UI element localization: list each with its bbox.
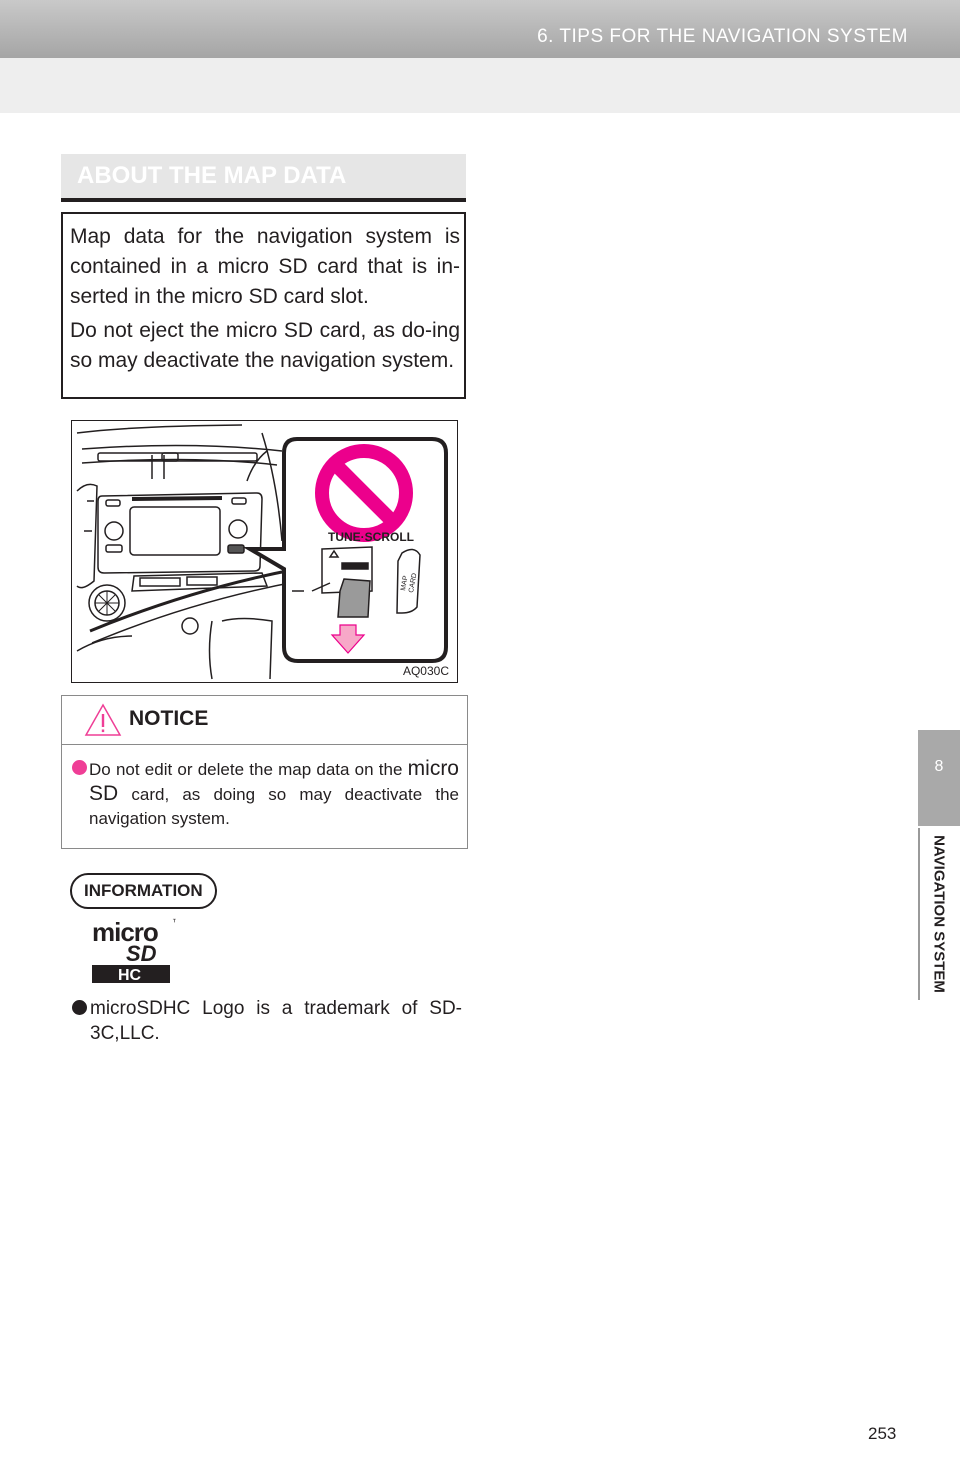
illustration-dashboard-sd-slot: TUNE·SCROLL MAP CARD AQ030C: [71, 420, 458, 683]
notice-text: Do not edit or delete the map data on th…: [89, 757, 459, 831]
chapter-divider: [918, 828, 920, 1000]
information-bullet: [72, 1000, 87, 1015]
chapter-label-tab: NAVIGATION SYSTEM: [918, 828, 960, 1000]
heading-underline: [61, 198, 466, 202]
notice-text-end: card, as doing so may deactivate the nav…: [89, 785, 459, 828]
section-title: 6. TIPS FOR THE NAVIGATION SYSTEM: [537, 26, 908, 47]
notice-box: NOTICE Do not edit or delete the map dat…: [61, 695, 468, 849]
header-bar: 6. TIPS FOR THE NAVIGATION SYSTEM: [0, 0, 960, 58]
eject-arrow-icon: [330, 624, 366, 654]
section-heading-text: ABOUT THE MAP DATA: [77, 162, 347, 189]
micro-sd-card: [337, 578, 371, 618]
figure-code: AQ030C: [402, 664, 449, 678]
prohibition-icon: [315, 444, 413, 542]
notice-text-start: Do not edit or delete the map data on th…: [89, 760, 408, 779]
card-label-card: CARD: [408, 573, 418, 594]
logo-text-hc: HC: [118, 967, 142, 984]
page-number: 253: [868, 1424, 897, 1443]
chapter-label: NAVIGATION SYSTEM: [930, 835, 948, 993]
logo-hc-bar: [92, 965, 170, 983]
intro-box: Map data for the navigation system is co…: [61, 212, 466, 399]
information-heading: INFORMATION: [70, 873, 217, 909]
section-heading: ABOUT THE MAP DATA: [61, 154, 466, 202]
notice-header: NOTICE: [62, 696, 467, 744]
notice-bullet: [72, 760, 87, 775]
information-text: microSDHC Logo is a trademark of SD-3C,L…: [90, 998, 462, 1044]
panel-label: TUNE·SCROLL: [328, 530, 414, 544]
warning-triangle-icon: [84, 703, 122, 736]
intro-paragraph-1: Map data for the navigation system is co…: [70, 225, 460, 308]
logo-text-sd: SD: [126, 941, 157, 966]
logo-tm: ™: [172, 917, 176, 927]
intro-paragraph-2: Do not eject the micro SD card, as do-in…: [70, 319, 460, 372]
card-label-map: MAP: [400, 575, 410, 591]
notice-text-emphasis: micro SD: [89, 757, 459, 805]
chapter-number: 8: [934, 758, 944, 775]
header-band: [0, 58, 960, 113]
notice-divider: [62, 744, 467, 745]
microsdhc-logo: micro ™ SD HC: [92, 917, 176, 984]
notice-heading: NOTICE: [129, 707, 209, 730]
logo-text-micro: micro: [92, 917, 158, 947]
chapter-tab: 8: [918, 730, 960, 826]
dashboard-illustration: TUNE·SCROLL MAP CARD: [76, 424, 448, 680]
